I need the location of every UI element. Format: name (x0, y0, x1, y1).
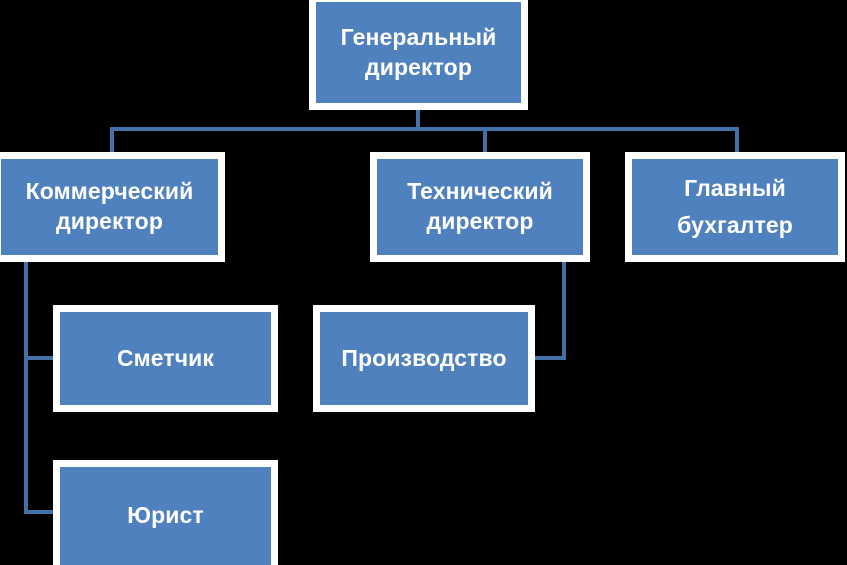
connector-commercial-spine (24, 262, 28, 514)
org-node-ceo-label: Генеральный директор (340, 23, 497, 80)
connector-horizontal-bus (110, 127, 739, 131)
org-node-lawyer[interactable]: Юрист (53, 460, 278, 565)
org-node-estimator-label: Сметчик (116, 344, 215, 371)
org-node-technical-director-label: Технический директор (407, 178, 553, 234)
connector-stub-estimator (24, 356, 57, 360)
connector-drop-technical (483, 127, 487, 154)
org-node-production[interactable]: Производство (313, 305, 535, 412)
connector-drop-accountant (735, 127, 739, 154)
connector-drop-commercial (110, 127, 114, 154)
connector-stub-lawyer (24, 510, 57, 514)
org-node-technical-director[interactable]: Технический директор (370, 152, 590, 262)
connector-ceo-drop (416, 110, 420, 131)
org-node-commercial-director-label: Коммерческий директор (25, 178, 194, 234)
org-node-commercial-director[interactable]: Коммерческий директор (0, 152, 225, 262)
org-node-ceo[interactable]: Генеральный директор (309, 0, 528, 110)
org-node-production-label: Производство (341, 344, 507, 371)
org-node-lawyer-label: Юрист (127, 502, 204, 529)
org-node-chief-accountant-label: Главный бухгалтер (677, 174, 793, 238)
connector-stub-production (531, 356, 566, 360)
org-node-chief-accountant[interactable]: Главный бухгалтер (625, 152, 845, 262)
connector-technical-spine (562, 262, 566, 360)
org-node-estimator[interactable]: Сметчик (53, 305, 278, 412)
